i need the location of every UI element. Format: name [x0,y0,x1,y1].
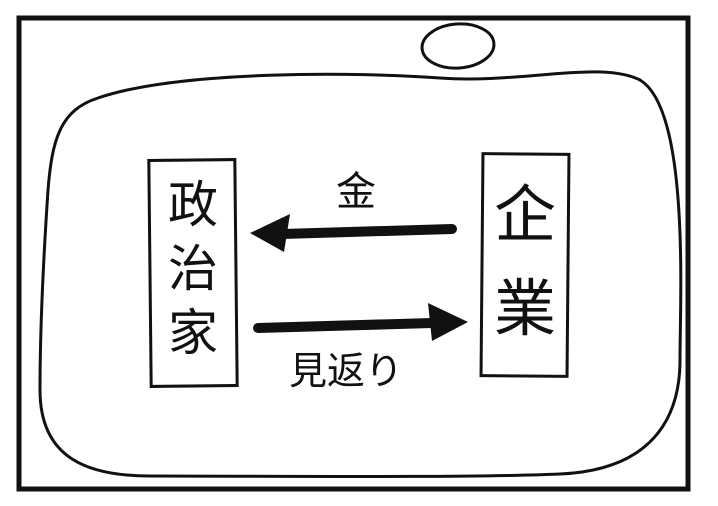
arrow-top: 金 [250,169,457,252]
left-box-char: 政 [168,176,218,234]
arrow-bottom-label: 見返り [289,349,403,393]
left-box: 政 治 家 [147,158,239,388]
right-box-char: 業 [494,272,556,345]
right-box-char: 企 [494,178,556,251]
outer-frame [16,15,691,492]
arrow-top-head [250,214,290,252]
small-blob [420,22,496,70]
arrow-bottom-head [428,303,468,341]
arrow-bottom: 見返り [253,303,468,393]
left-box-char: 家 [168,304,218,362]
arrow-top-label: 金 [336,169,376,215]
arrow-bottom-shaft [253,318,437,333]
right-box: 企 業 [479,152,571,378]
arrow-top-shaft [277,224,457,239]
big-blob [38,70,683,478]
left-box-char: 治 [168,240,218,298]
